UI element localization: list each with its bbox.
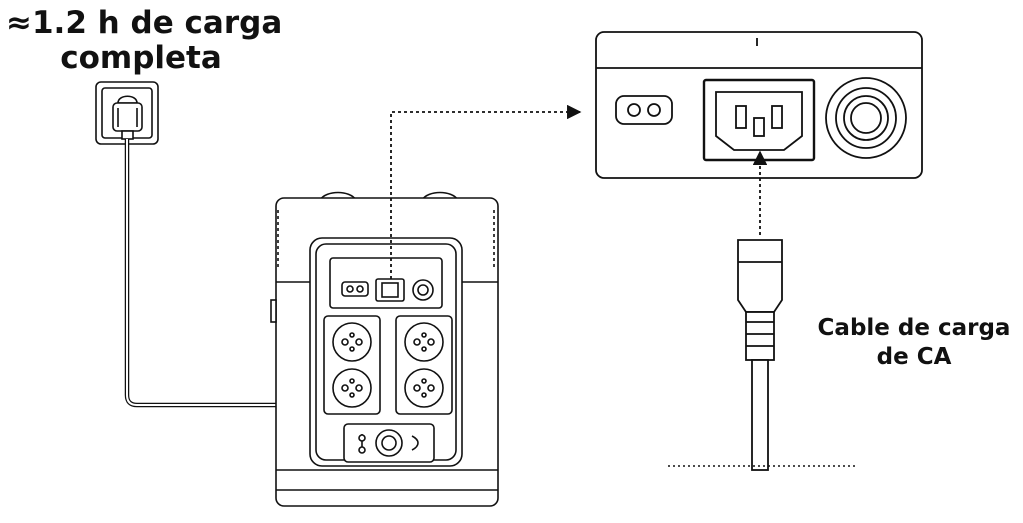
charge-time-line-1: ≈1.2 h de carga [6, 5, 283, 41]
zoom-leader-line [390, 104, 582, 279]
ac-cable-label-line-1: Cable de carga [817, 315, 1011, 341]
ac-input-panel-icon [595, 31, 923, 179]
charge-time-line-2: completa [60, 40, 222, 76]
ac-cable-label-line-2: de CA [876, 344, 952, 370]
power-station-icon [270, 191, 499, 507]
mains-cable-inner [126, 139, 392, 406]
iec-c13-connector-icon [737, 239, 783, 471]
charge-time-label: ≈1.2 h de carga completa [6, 5, 283, 76]
ac-cable-label: Cable de carga de CA [808, 317, 1020, 369]
